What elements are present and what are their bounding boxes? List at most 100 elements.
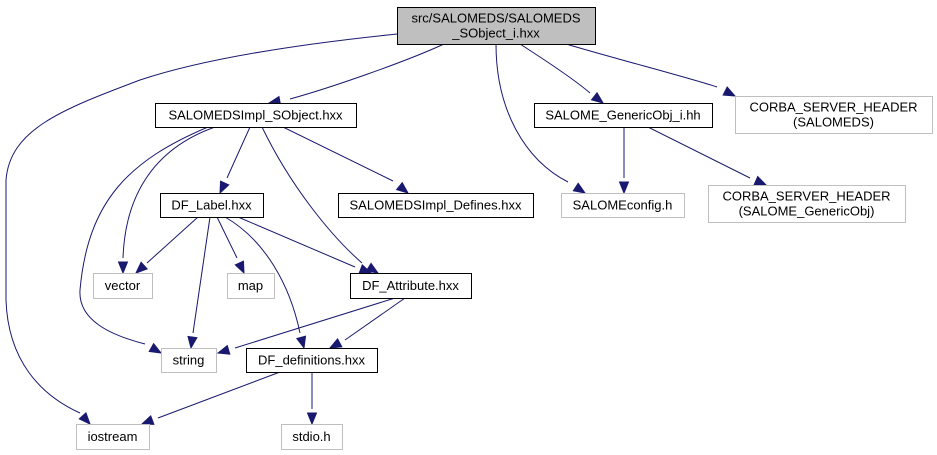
arrowhead-icon xyxy=(306,412,318,426)
node-label: CORBA_SERVER_HEADER xyxy=(722,189,890,204)
edge-dflabel-to-dfdefinitions xyxy=(224,216,307,350)
arrowhead-icon xyxy=(216,344,231,355)
edge-line xyxy=(234,297,396,349)
edge-root-to-genericobj xyxy=(519,43,605,104)
node-label: DF_Attribute.hxx xyxy=(362,278,459,293)
arrowhead-icon xyxy=(78,411,91,425)
nodes-layer: src/SALOMEDS/SALOMEDS_SObject_i.hxxSALOM… xyxy=(76,7,933,450)
node-root[interactable]: src/SALOMEDS/SALOMEDS_SObject_i.hxx xyxy=(397,7,596,45)
node-label: src/SALOMEDS/SALOMEDS xyxy=(411,11,580,26)
arrowhead-icon xyxy=(234,260,245,275)
edge-dflabel-to-string xyxy=(187,216,211,350)
arrowhead-icon xyxy=(148,342,163,354)
edge-line xyxy=(344,297,406,341)
node-label: (SALOME_GenericObj) xyxy=(739,204,875,219)
node-box xyxy=(246,348,378,373)
edge-line xyxy=(157,371,281,419)
edge-line xyxy=(79,126,209,345)
node-box xyxy=(534,103,713,128)
node-box xyxy=(338,193,534,218)
node-dflabel[interactable]: DF_Label.hxx xyxy=(160,193,264,218)
node-label: CORBA_SERVER_HEADER xyxy=(749,100,917,115)
arrowhead-icon xyxy=(187,335,198,350)
node-label: vector xyxy=(105,278,141,293)
node-label: SALOMEDSImpl_SObject.hxx xyxy=(168,108,343,123)
node-label: (SALOMEDS) xyxy=(793,115,874,130)
node-corba_salomeds: CORBA_SERVER_HEADER(SALOMEDS) xyxy=(735,96,933,134)
node-box xyxy=(708,185,906,223)
edge-sobject-to-dflabel xyxy=(219,126,251,195)
edge-dflabel-to-map xyxy=(216,216,245,275)
edge-dfattribute-to-dfdefinitions xyxy=(328,297,406,349)
arrowhead-icon xyxy=(328,337,343,349)
node-box xyxy=(155,103,357,128)
edge-dfdefinitions-to-iostream xyxy=(140,371,281,425)
arrowhead-icon xyxy=(117,261,129,275)
node-salomeconfig: SALOMEconfig.h xyxy=(561,193,685,218)
edge-line xyxy=(226,126,251,179)
edge-dfattribute-to-string xyxy=(216,297,396,355)
node-dfattribute[interactable]: DF_Attribute.hxx xyxy=(350,273,472,299)
node-box xyxy=(161,348,217,373)
edge-line xyxy=(261,126,363,264)
node-box xyxy=(227,273,275,299)
edge-root-to-salomeconfig xyxy=(495,43,587,194)
node-vector: vector xyxy=(93,273,153,299)
node-label: _SObject_i.hxx xyxy=(451,26,540,41)
node-defines[interactable]: SALOMEDSImpl_Defines.hxx xyxy=(338,193,534,218)
arrowhead-icon xyxy=(140,415,155,425)
node-label: stdio.h xyxy=(292,429,330,444)
node-box xyxy=(735,96,933,134)
arrowhead-icon xyxy=(572,182,587,194)
edge-line xyxy=(495,43,569,183)
node-box xyxy=(350,273,472,299)
arrowhead-icon xyxy=(135,261,149,274)
node-string: string xyxy=(161,348,217,373)
edges-layer xyxy=(5,33,768,426)
edge-line xyxy=(5,33,398,414)
edge-sobject-to-defines xyxy=(282,126,410,194)
edge-line xyxy=(192,216,211,334)
edge-sobject-to-string xyxy=(79,126,209,354)
edge-line xyxy=(647,126,751,179)
node-label: map xyxy=(238,278,263,293)
edge-line xyxy=(237,216,356,268)
node-label: DF_Label.hxx xyxy=(171,198,252,213)
arrowhead-icon xyxy=(395,181,410,194)
node-map: map xyxy=(227,273,275,299)
node-corba_generic: CORBA_SERVER_HEADER(SALOME_GenericObj) xyxy=(708,185,906,223)
node-box xyxy=(397,7,596,45)
node-sobject[interactable]: SALOMEDSImpl_SObject.hxx xyxy=(155,103,357,128)
node-box xyxy=(93,273,153,299)
edge-genericobj-to-salomeconfig xyxy=(618,127,630,195)
edge-line xyxy=(282,126,394,182)
node-genericobj[interactable]: SALOME_GenericObj_i.hh xyxy=(534,103,713,128)
node-label: SALOME_GenericObj_i.hh xyxy=(545,108,700,123)
arrowhead-icon xyxy=(365,262,380,274)
node-stdio: stdio.h xyxy=(281,424,343,450)
arrowhead-icon xyxy=(590,91,605,104)
edge-genericobj-to-corba_generic xyxy=(647,126,768,186)
edge-root-to-corba_salomeds xyxy=(565,43,737,97)
edge-line xyxy=(519,43,591,94)
arrowhead-icon xyxy=(219,180,230,195)
edge-line xyxy=(146,216,199,264)
arrowhead-icon xyxy=(295,335,307,350)
arrowhead-icon xyxy=(618,181,630,195)
arrowhead-icon xyxy=(753,175,768,186)
node-label: iostream xyxy=(88,429,138,444)
node-dfdefinitions[interactable]: DF_definitions.hxx xyxy=(246,348,378,373)
edge-line xyxy=(224,216,301,334)
arrowhead-icon xyxy=(722,86,737,97)
edge-sobject-to-dfattribute xyxy=(261,126,380,274)
edge-line xyxy=(216,216,238,259)
edge-line xyxy=(122,126,216,259)
edge-dflabel-to-vector xyxy=(135,216,199,274)
node-box xyxy=(76,424,150,450)
node-box xyxy=(281,424,343,450)
edge-root-to-iostream xyxy=(5,33,398,425)
node-box xyxy=(561,193,685,218)
node-label: SALOMEconfig.h xyxy=(573,198,673,213)
node-label: DF_definitions.hxx xyxy=(258,353,365,368)
